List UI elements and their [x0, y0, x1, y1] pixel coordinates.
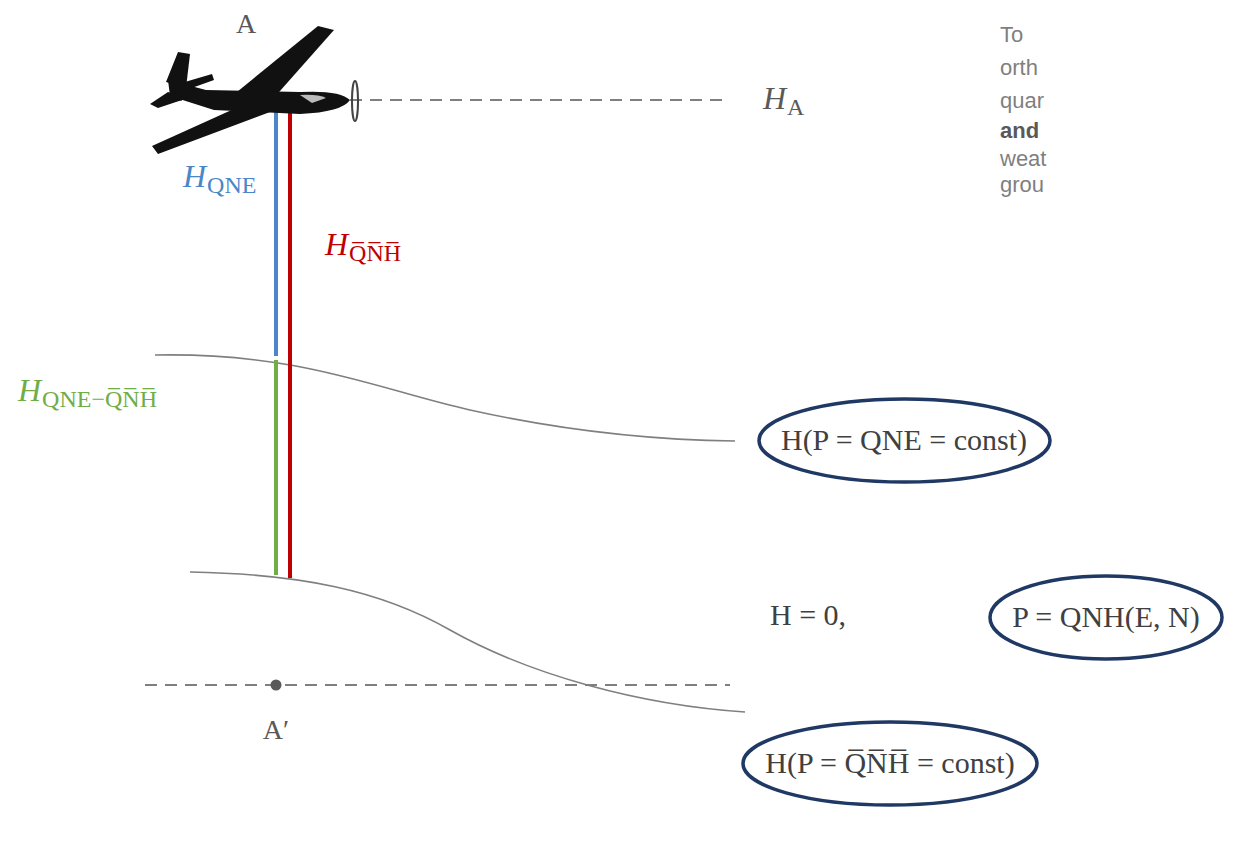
height-symbol: H: [763, 80, 786, 117]
note-fragment: To: [1000, 22, 1023, 47]
pressure-formula: H(P = Q̅N̅H̅ = const): [765, 746, 1014, 781]
sea-level-note: H = 0,: [770, 598, 846, 633]
qnh-isobar-curve: [190, 572, 745, 712]
note-fragment: weat: [1000, 146, 1046, 171]
ellipse-shape: [759, 399, 1050, 482]
note-fragment: orth: [1000, 55, 1038, 80]
qne-isobar-curve: [155, 355, 735, 441]
qnh-height-bar: [288, 112, 292, 578]
note-fragment: grou: [1000, 172, 1044, 197]
pressure-ellipse: H(P = QNE = const): [757, 397, 1052, 484]
ground-point: [271, 680, 282, 691]
pressure-ellipse: P = QNH(E, N): [988, 574, 1224, 661]
pressure-formula: H(P = QNE = const): [781, 423, 1027, 458]
airplane-near-wing: [152, 108, 270, 154]
point-name: A′: [263, 714, 289, 746]
airplane-propeller: [352, 81, 358, 121]
height-subscript: QNE−Q̅N̅H̅: [42, 386, 157, 414]
height-symbol: H: [18, 372, 41, 409]
height-subscript: A: [787, 94, 804, 122]
ellipse-shape: [743, 722, 1037, 805]
ellipse-shape: [990, 576, 1222, 659]
note-fragment: quar: [1000, 88, 1044, 113]
sea-level-line: [145, 684, 730, 686]
point-name: A: [236, 8, 256, 40]
pressure-formula: P = QNH(E, N): [1012, 600, 1199, 635]
airplane-stabilizer-far: [178, 74, 214, 90]
note-fragment: and: [1000, 118, 1039, 143]
height-subscript: QNE: [207, 172, 256, 200]
airplane-window: [300, 95, 326, 103]
height-subscript: Q̅N̅H̅: [349, 240, 401, 268]
qne-height-bar: [274, 112, 278, 356]
height-symbol: H: [325, 226, 348, 263]
height-symbol: H: [183, 158, 206, 195]
qne-qnh-difference-bar: [274, 360, 278, 575]
pressure-ellipse: H(P = Q̅N̅H̅ = const): [741, 720, 1039, 807]
airplane-stabilizer: [150, 92, 188, 108]
airplane-icon: [150, 26, 358, 154]
